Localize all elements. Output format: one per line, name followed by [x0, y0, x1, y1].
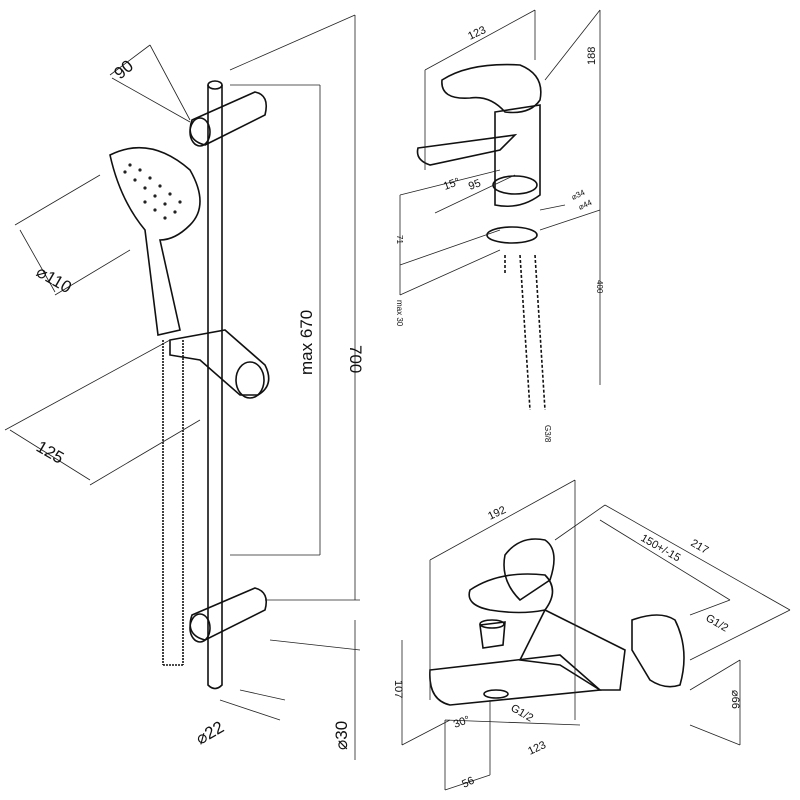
slide-bar: [207, 85, 223, 690]
bracket-diameter-dimension-line: [269, 620, 361, 760]
diverter-knob: [479, 621, 506, 649]
head-diameter-dimension-line: [14, 174, 131, 296]
bath-height-label: 107: [392, 680, 404, 698]
bath-mixer-spout: [429, 654, 602, 706]
bath-reach-dimension-line: [444, 700, 581, 791]
bath-mixer-flange-right: [631, 614, 685, 688]
basin-length-label: 123: [466, 24, 488, 43]
max-adjust-label: max 670: [297, 310, 316, 375]
head-diameter-label: ⌀110: [33, 262, 75, 297]
shower-hose: [162, 340, 184, 666]
bath-inlet-thread-label: G1/2: [704, 612, 731, 634]
bath-outlet-offset-label: 56: [460, 775, 476, 791]
max-adjust-dimension-line: [230, 84, 321, 556]
mounting-nut: [486, 226, 538, 244]
basin-reach-label: 95: [467, 177, 483, 192]
bath-centers-label: 150+/-15: [639, 532, 683, 564]
bath-centers-dimension-line: [599, 519, 731, 616]
depth-dimension-line: [109, 44, 191, 123]
basin-mixer-handle: [441, 63, 542, 114]
basin-base-height-label: 71: [395, 235, 404, 244]
spray-nozzles: [123, 163, 182, 220]
bar-diameter-dimension-line: [219, 689, 286, 721]
basin-length-dimension-line: [424, 9, 536, 170]
top-bracket-end: [189, 117, 211, 147]
hand-shower: [109, 147, 201, 336]
basin-mixer-spout: [416, 133, 518, 166]
basin-mixer-body: [494, 104, 541, 208]
bath-mixer-handle: [468, 573, 554, 614]
basin-reach-dimension-line: [434, 174, 601, 231]
bottom-bracket-end: [189, 613, 211, 643]
basin-max-deck-label: max 30: [395, 300, 404, 327]
slide-bar-top-cap: [207, 80, 223, 90]
basin-mixer-base: [492, 175, 538, 195]
bath-mixer-flange-left: [503, 538, 555, 602]
basin-diameter-large-label: ⌀44: [577, 198, 594, 212]
basin-base-dimension-line: [399, 169, 501, 296]
total-height-label: 700: [346, 345, 365, 373]
diverter-knob-top: [479, 619, 505, 629]
bath-mixer-outlet: [483, 689, 509, 699]
shower-set-drawing: 90 ⌀110 125 max 670 700 ⌀22 ⌀30: [4, 14, 365, 760]
bath-mixer-drawing: 192 217 150+/-15 G1/2 ⌀66 107 30° G1/2 1…: [392, 479, 791, 791]
bracket-diameter-label: ⌀30: [332, 721, 351, 750]
slider-holder: [169, 329, 270, 396]
bath-reach-label: 123: [526, 739, 548, 758]
basin-height-label: 188: [586, 47, 598, 65]
holder-offset-label: 125: [33, 437, 67, 468]
basin-height-dimension-line: [544, 9, 601, 385]
bar-diameter-label: ⌀22: [193, 717, 228, 748]
holder-offset-dimension-line: [4, 339, 201, 486]
bath-width-dimension-line: [429, 479, 576, 720]
bath-depth-dimension-line: [554, 504, 791, 661]
bath-height-dimension-line: [401, 640, 451, 746]
bath-flange-dimension-line: [689, 659, 741, 746]
bath-width-label: 192: [486, 504, 508, 523]
basin-hose-length-label: 400: [595, 280, 604, 294]
braided-hoses: [504, 254, 546, 411]
bath-angle-label: 30°: [452, 714, 472, 731]
basin-angle-label: 15°: [442, 176, 462, 193]
bath-flange-diameter-label: ⌀66: [729, 690, 741, 709]
bath-mixer-body: [518, 608, 626, 691]
total-height-dimension-line: [229, 14, 360, 601]
bath-outlet-thread-label: G1/2: [509, 702, 536, 724]
basin-mixer-drawing: 123 188 15° 95 ⌀34 ⌀44 71 max 30 400 G3/…: [395, 9, 604, 443]
basin-thread-label: G3/8: [543, 425, 552, 443]
slider-knob: [235, 361, 265, 399]
